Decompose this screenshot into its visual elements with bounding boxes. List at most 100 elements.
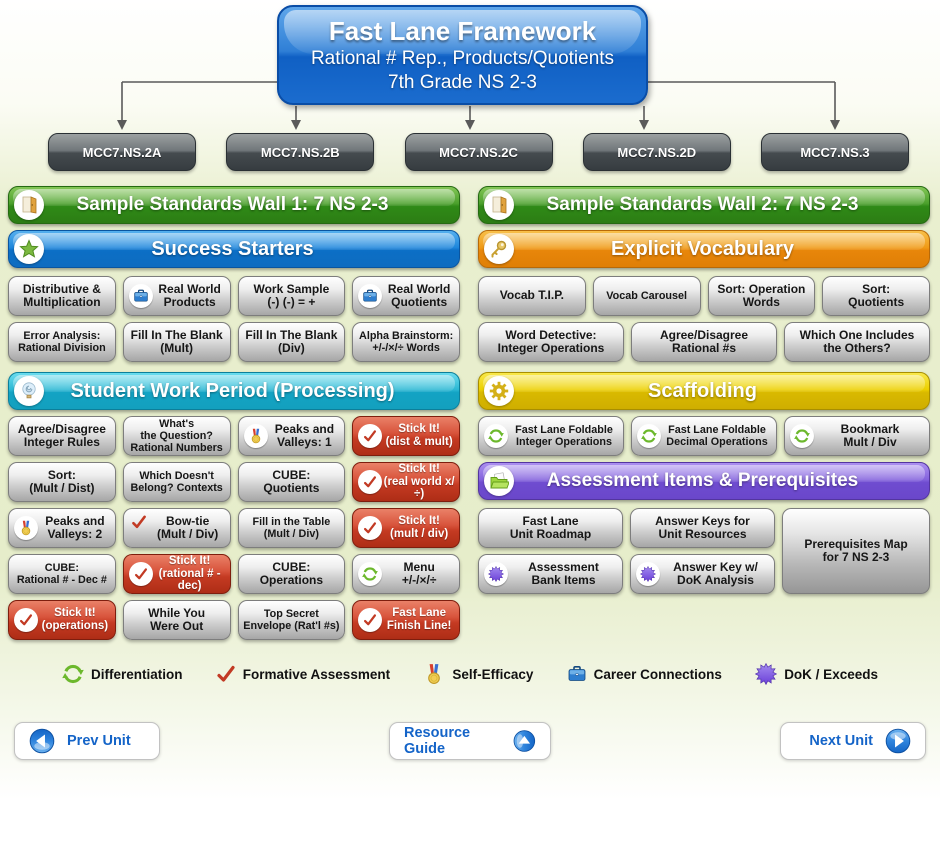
medal-icon (14, 516, 38, 540)
tile-agree-disagree-rational[interactable]: Agree/Disagree Rational #s (631, 322, 777, 362)
standards-row: MCC7.NS.2A MCC7.NS.2B MCC7.NS.2C MCC7.NS… (48, 133, 909, 171)
gear-icon (484, 376, 514, 406)
section-header-standards-wall-1[interactable]: Sample Standards Wall 1: 7 NS 2-3 (8, 186, 460, 224)
framework-grade: 7th Grade NS 2-3 (388, 71, 537, 93)
lightbulb-icon (14, 376, 44, 406)
tile-while-you-were-out[interactable]: While You Were Out (122, 600, 231, 640)
tile-work-sample[interactable]: Work Sample (-) (-) = + (237, 276, 346, 316)
standard-mcc7-ns-2b[interactable]: MCC7.NS.2B (226, 133, 375, 171)
left-column: Sample Standards Wall 1: 7 NS 2-3 Succes… (8, 186, 460, 640)
tile-fill-in-the-blank-mult[interactable]: Fill In The Blank (Mult) (122, 322, 231, 362)
tile-cube-rational-dec[interactable]: CUBE: Rational # - Dec # (8, 554, 116, 594)
tile-vocab-tip[interactable]: Vocab T.I.P. (478, 276, 586, 316)
briefcase-icon (128, 284, 153, 308)
checkmark-icon (129, 514, 149, 530)
next-unit-button[interactable]: Next Unit (780, 722, 926, 760)
tile-which-doesnt-belong[interactable]: Which Doesn't Belong? Contexts (122, 462, 231, 502)
briefcase-icon (567, 664, 587, 684)
section-header-explicit-vocabulary[interactable]: Explicit Vocabulary (478, 230, 930, 268)
tile-cube-operations[interactable]: CUBE: Operations (237, 554, 346, 594)
tile-sort-quotients[interactable]: Sort: Quotients (822, 276, 930, 316)
legend-self-efficacy: Self-Efficacy (423, 663, 533, 685)
framework-subtitle: Rational # Rep., Products/Quotients (310, 48, 615, 69)
tile-real-world-quotients[interactable]: Real World Quotients (352, 276, 460, 316)
checkmark-icon (128, 562, 153, 586)
tile-answer-keys-unit-resources[interactable]: Answer Keys for Unit Resources (630, 508, 775, 548)
tile-distributive-multiplication[interactable]: Distributive & Multiplication (8, 276, 116, 316)
arrow-right-icon (885, 728, 911, 754)
tile-stick-it-operations[interactable]: Stick It! (operations) (8, 600, 116, 640)
tile-fast-lane-unit-roadmap[interactable]: Fast Lane Unit Roadmap (478, 508, 623, 548)
star-icon (14, 234, 44, 264)
checkmark-icon (358, 424, 383, 448)
tile-which-one-includes[interactable]: Which One Includes the Others? (784, 322, 930, 362)
resource-guide-label: Resource Guide (404, 725, 471, 757)
tile-vocab-carousel[interactable]: Vocab Carousel (592, 276, 701, 316)
section-header-student-work-period[interactable]: Student Work Period (Processing) (8, 372, 460, 410)
tile-sort-mult-dist[interactable]: Sort: (Mult / Dist) (8, 462, 116, 502)
standard-mcc7-ns-2a[interactable]: MCC7.NS.2A (48, 133, 196, 171)
tile-bow-tie-mult-div[interactable]: Bow-tie (Mult / Div) (122, 508, 231, 548)
tile-stick-it-mult-div[interactable]: Stick It! (mult / div) (352, 508, 460, 548)
section-title: Scaffolding (648, 379, 757, 402)
tile-real-world-products[interactable]: Real World Products (122, 276, 231, 316)
recycle-icon (637, 424, 661, 448)
starburst-icon (484, 562, 508, 586)
tile-error-analysis-rational-division[interactable]: Error Analysis: Rational Division (8, 322, 116, 362)
legend-row: Differentiation Formative Assessment Sel… (0, 663, 940, 685)
section-title: Assessment Items & Prerequisites (546, 470, 859, 491)
tile-agree-disagree-integer-rules[interactable]: Agree/Disagree Integer Rules (8, 416, 116, 456)
success-starters-grid: Distributive & Multiplication Real World… (8, 276, 460, 362)
tile-fill-in-the-table[interactable]: Fill in the Table (Mult / Div) (237, 508, 346, 548)
checkmark-icon (358, 470, 383, 494)
section-header-assessment[interactable]: Assessment Items & Prerequisites (478, 462, 930, 500)
tile-menu-operations[interactable]: Menu +/-/×/÷ (352, 554, 460, 594)
recycle-icon (790, 424, 814, 448)
legend-label: Differentiation (91, 666, 183, 682)
tile-whats-the-question[interactable]: What's the Question? Rational Numbers (122, 416, 231, 456)
tile-word-detective[interactable]: Word Detective: Integer Operations (478, 322, 624, 362)
tile-foldable-decimal-operations[interactable]: Fast Lane Foldable Decimal Operations (631, 416, 777, 456)
tile-top-secret-envelope[interactable]: Top Secret Envelope (Rat'l #s) (237, 600, 346, 640)
standard-mcc7-ns-3[interactable]: MCC7.NS.3 (761, 133, 909, 171)
section-title: Success Starters (151, 237, 314, 260)
next-unit-label: Next Unit (809, 733, 873, 749)
tile-cube-quotients[interactable]: CUBE: Quotients (237, 462, 346, 502)
tile-foldable-integer-operations[interactable]: Fast Lane Foldable Integer Operations (478, 416, 624, 456)
tile-peaks-and-valleys-2[interactable]: Peaks and Valleys: 2 (8, 508, 116, 548)
scaffolding-grid: Fast Lane Foldable Integer Operations Fa… (478, 416, 930, 456)
recycle-icon (484, 424, 508, 448)
section-header-standards-wall-2[interactable]: Sample Standards Wall 2: 7 NS 2-3 (478, 186, 930, 224)
legend-formative-assessment: Formative Assessment (216, 664, 390, 684)
tile-stick-it-rational-dec[interactable]: Stick It! (rational # - dec) (122, 554, 231, 594)
standard-mcc7-ns-2d[interactable]: MCC7.NS.2D (582, 133, 731, 171)
medal-icon (243, 424, 268, 448)
assessment-tiles: Fast Lane Unit Roadmap Answer Keys for U… (478, 508, 775, 594)
tile-sort-operation-words[interactable]: Sort: Operation Words (707, 276, 816, 316)
tile-assessment-bank-items[interactable]: Assessment Bank Items (478, 554, 623, 594)
prev-unit-button[interactable]: Prev Unit (14, 722, 160, 760)
key-icon (484, 234, 514, 264)
tile-alpha-brainstorm[interactable]: Alpha Brainstorm: +/-/×/÷ Words (352, 322, 460, 362)
tile-prerequisites-map[interactable]: Prerequisites Map for 7 NS 2-3 (782, 508, 930, 594)
briefcase-icon (358, 284, 383, 308)
door-icon (484, 190, 514, 220)
section-header-success-starters[interactable]: Success Starters (8, 230, 460, 268)
section-header-scaffolding[interactable]: Scaffolding (478, 372, 930, 410)
tile-fast-lane-finish-line[interactable]: Fast Lane Finish Line! (352, 600, 460, 640)
folder-icon (484, 466, 514, 496)
tile-answer-key-dok-analysis[interactable]: Answer Key w/ DoK Analysis (630, 554, 775, 594)
tile-bookmark-mult-div[interactable]: Bookmark Mult / Div (784, 416, 930, 456)
tile-peaks-and-valleys-1[interactable]: Peaks and Valleys: 1 (237, 416, 346, 456)
section-title: Sample Standards Wall 1: 7 NS 2-3 (76, 194, 389, 215)
tile-stick-it-real-world[interactable]: Stick It! (real world x/÷) (352, 462, 460, 502)
resource-guide-button[interactable]: Resource Guide (389, 722, 551, 760)
tile-fill-in-the-blank-div[interactable]: Fill In The Blank (Div) (237, 322, 346, 362)
tile-stick-it-dist-mult[interactable]: Stick It! (dist & mult) (352, 416, 460, 456)
medal-icon (423, 663, 445, 685)
section-title: Student Work Period (Processing) (70, 379, 395, 402)
legend-dok-exceeds: DoK / Exceeds (755, 663, 878, 685)
checkmark-icon (216, 664, 236, 684)
standard-mcc7-ns-2c[interactable]: MCC7.NS.2C (404, 133, 553, 171)
